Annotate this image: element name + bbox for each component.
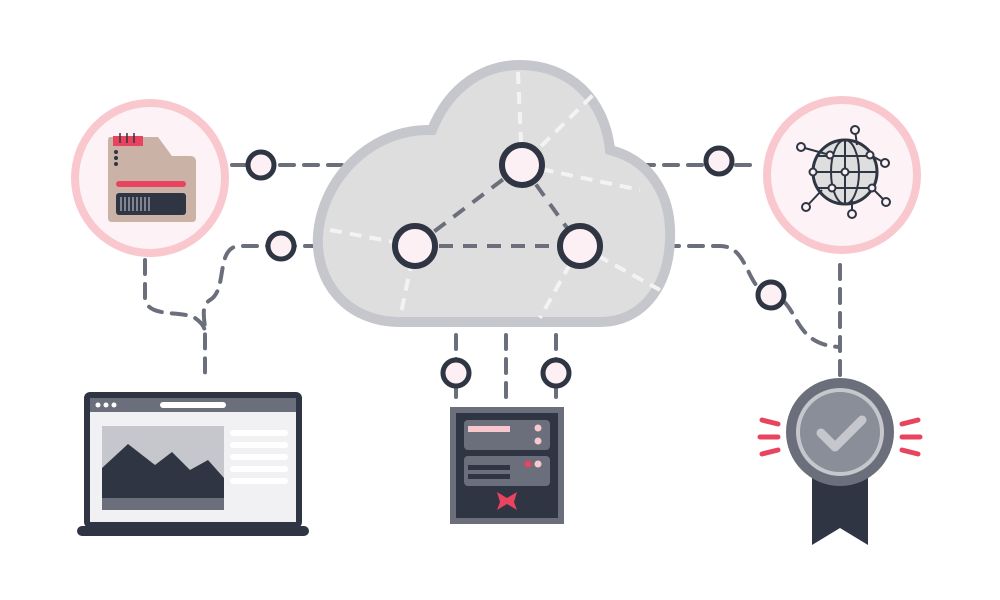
butterfly-logo-icon (497, 492, 517, 510)
server-icon[interactable] (450, 407, 564, 524)
cloud-node-right[interactable] (557, 223, 603, 269)
laptop-icon[interactable] (77, 392, 309, 536)
connector-node[interactable] (703, 145, 735, 177)
connector-node[interactable] (265, 230, 297, 262)
connector-middle-left (201, 244, 283, 382)
cloud-node-left[interactable] (392, 223, 438, 269)
connector-sd-to-laptop (143, 258, 207, 337)
connector-node[interactable] (755, 279, 787, 311)
connector-node[interactable] (245, 149, 277, 181)
connector-node[interactable] (540, 357, 572, 389)
connector-node[interactable] (440, 357, 472, 389)
cloud-node-top[interactable] (499, 142, 545, 188)
certified-badge-icon[interactable] (757, 378, 923, 545)
globe-network-icon[interactable] (763, 96, 921, 254)
cloud-icon (312, 59, 676, 327)
checkmark-icon (816, 415, 867, 452)
sd-card-icon[interactable] (71, 99, 229, 257)
